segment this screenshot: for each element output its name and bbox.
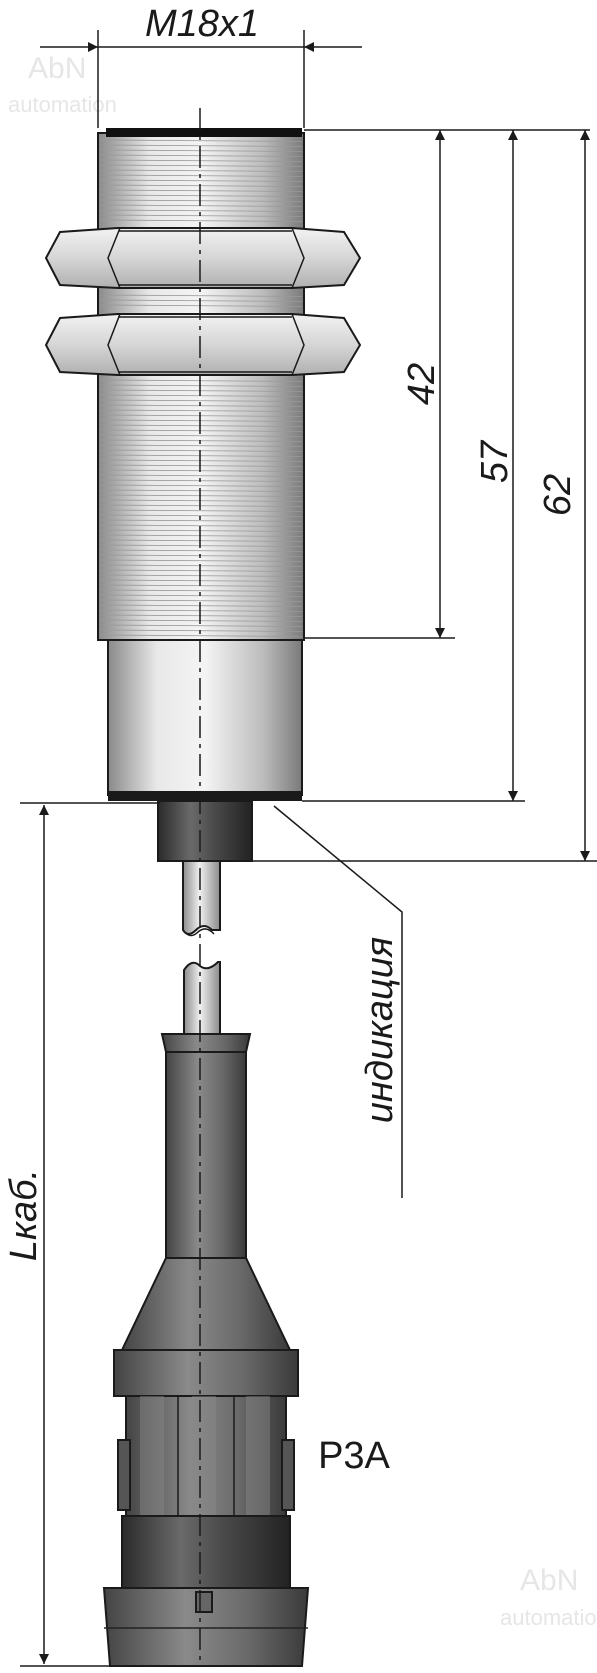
thread-line <box>99 294 303 297</box>
thread-line <box>99 419 303 422</box>
thread-line <box>99 519 303 522</box>
thread-line <box>99 569 303 572</box>
thread-line <box>99 184 303 187</box>
thread-line <box>99 514 303 517</box>
dimension-57-label: 57 <box>474 439 516 483</box>
thread-line <box>99 474 303 477</box>
thread-line <box>99 494 303 497</box>
thread-line <box>99 409 303 412</box>
thread-line <box>99 529 303 532</box>
thread-lines <box>99 139 303 637</box>
thread-line <box>99 384 303 387</box>
thread-line <box>99 524 303 527</box>
thread-line <box>99 299 303 302</box>
thread-line <box>99 619 303 622</box>
thread-line <box>99 199 303 202</box>
thread-line <box>99 424 303 427</box>
thread-line <box>99 219 303 222</box>
thread-line <box>99 189 303 192</box>
thread-line <box>99 159 303 162</box>
thread-line <box>99 464 303 467</box>
indication-label: индикация <box>359 937 401 1123</box>
connector-p3a <box>102 1033 310 1667</box>
sensing-face <box>106 128 302 137</box>
thread-line <box>99 554 303 557</box>
thread-line <box>99 304 303 307</box>
thread-line <box>99 614 303 617</box>
thread-line <box>99 434 303 437</box>
lock-nut-upper <box>44 227 362 289</box>
thread-line <box>99 574 303 577</box>
thread-line <box>99 169 303 172</box>
watermark-bottom: AbN automation <box>500 1564 597 1630</box>
cable <box>182 860 221 1035</box>
watermark-brand-top: AbN <box>28 52 86 85</box>
thread-line <box>99 429 303 432</box>
thread-line <box>99 594 303 597</box>
cable-gland <box>157 800 253 862</box>
thread-line <box>99 489 303 492</box>
sensor-housing <box>97 128 305 862</box>
dimension-42-label: 42 <box>401 363 443 405</box>
connector-type-label: P3A <box>318 1435 390 1477</box>
thread-line <box>99 379 303 382</box>
watermark-brand-bottom: AbN <box>520 1564 578 1597</box>
thread-line <box>99 499 303 502</box>
thread-line <box>99 629 303 632</box>
thread-line <box>99 179 303 182</box>
thread-line <box>99 454 303 457</box>
watermark-top: AbN automation <box>8 52 117 117</box>
thread-line <box>99 414 303 417</box>
thread-line <box>99 479 303 482</box>
thread-line <box>99 194 303 197</box>
thread-line <box>99 399 303 402</box>
thread-line <box>99 599 303 602</box>
thread-line <box>99 154 303 157</box>
thread-line <box>99 589 303 592</box>
thread-line <box>99 164 303 167</box>
sleeve-ring <box>108 791 302 801</box>
thread-line <box>99 389 303 392</box>
thread-line <box>99 449 303 452</box>
thread-line <box>99 504 303 507</box>
thread-line <box>99 394 303 397</box>
thread-line <box>99 459 303 462</box>
thread-line <box>99 404 303 407</box>
thread-line <box>99 534 303 537</box>
thread-line <box>99 149 303 152</box>
thread-line <box>99 544 303 547</box>
thread-line <box>99 584 303 587</box>
thread-line <box>99 439 303 442</box>
thread-line <box>99 624 303 627</box>
thread-line <box>99 209 303 212</box>
thread-line <box>99 469 303 472</box>
watermark-sub-top: automation <box>8 92 117 117</box>
thread-line <box>99 214 303 217</box>
dimension-62-label: 62 <box>537 474 579 516</box>
thread-line <box>99 559 303 562</box>
thread-line <box>99 144 303 147</box>
thread-line <box>99 204 303 207</box>
thread-line <box>99 539 303 542</box>
thread-line <box>99 549 303 552</box>
thread-line <box>99 609 303 612</box>
thread-line <box>99 174 303 177</box>
housing-sleeve <box>107 639 303 796</box>
thread-line <box>99 579 303 582</box>
lock-nut-lower <box>44 313 362 376</box>
cable-length-label: Lкаб. <box>3 1169 45 1261</box>
dimension-lines <box>20 30 597 1667</box>
thread-line <box>99 444 303 447</box>
thread-line <box>99 634 303 637</box>
watermark-sub-bottom: automation <box>500 1605 597 1630</box>
thread-dimension-label: M18x1 <box>145 3 259 45</box>
thread-line <box>99 139 303 142</box>
thread-line <box>99 509 303 512</box>
thread-line <box>99 604 303 607</box>
thread-line <box>99 564 303 567</box>
thread-line <box>99 484 303 487</box>
